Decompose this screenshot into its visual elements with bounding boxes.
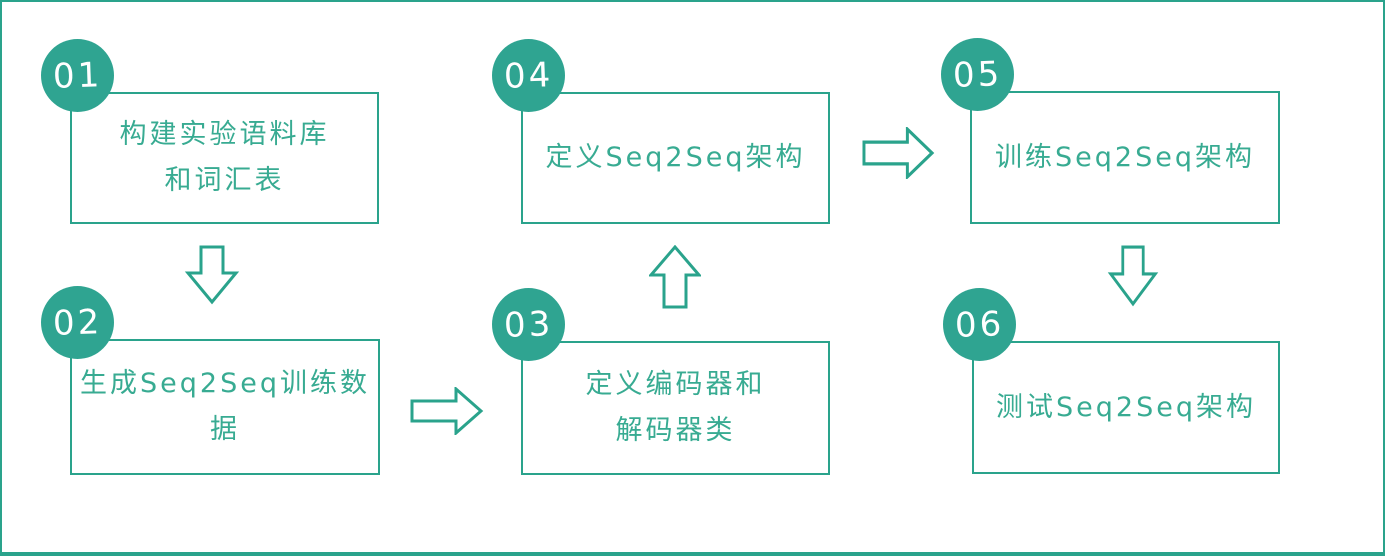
arrow-down-05-to-06-icon [1107, 245, 1159, 307]
arrow-down-01-to-02-icon [184, 245, 240, 305]
step-label-05: 训练Seq2Seq架构 [995, 141, 1255, 173]
arrow-up-03-to-04-icon [649, 245, 701, 309]
step-number-badge-01: 01 [41, 39, 114, 112]
step-box-01: 构建实验语料库 和词汇表 [70, 92, 379, 224]
step-box-02: 生成Seq2Seq训练数据 [70, 339, 380, 475]
arrow-right-04-to-05-icon [862, 127, 935, 179]
step-number-05: 05 [952, 53, 1003, 96]
step-number-02: 02 [52, 301, 103, 344]
step-number-badge-06: 06 [943, 288, 1016, 361]
step-box-06: 测试Seq2Seq架构 [972, 341, 1280, 474]
arrow-right-02-to-03-icon [410, 387, 484, 435]
step-label-03: 定义编码器和 解码器类 [585, 369, 766, 446]
step-number-badge-02: 02 [41, 286, 114, 359]
step-box-03: 定义编码器和 解码器类 [521, 341, 830, 475]
step-number-badge-04: 04 [492, 39, 565, 112]
step-label-04: 定义Seq2Seq架构 [545, 142, 806, 174]
step-box-05: 训练Seq2Seq架构 [970, 91, 1280, 224]
step-number-06: 06 [954, 303, 1005, 346]
step-number-badge-03: 03 [492, 288, 565, 361]
step-label-02: 生成Seq2Seq训练数据 [80, 368, 370, 445]
step-number-03: 03 [503, 303, 554, 346]
step-box-04: 定义Seq2Seq架构 [521, 92, 830, 224]
step-number-badge-05: 05 [941, 38, 1014, 111]
step-label-06: 测试Seq2Seq架构 [996, 391, 1256, 423]
step-number-01: 01 [52, 54, 103, 97]
step-label-01: 构建实验语料库 和词汇表 [119, 119, 330, 196]
step-number-04: 04 [503, 54, 554, 97]
